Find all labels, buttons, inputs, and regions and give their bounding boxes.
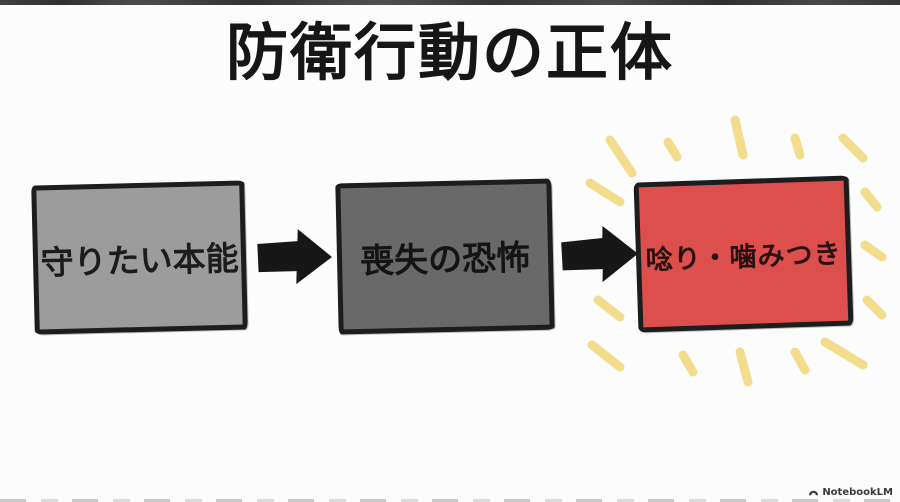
sunburst-rays-icon (585, 115, 887, 387)
box-fear-of-loss-label: 喪失の恐怖 (359, 238, 531, 282)
notebooklm-logo-icon (809, 490, 819, 496)
arrow-right-icon (257, 229, 333, 285)
box-growl-bite-label: 唸り・噛みつき (645, 238, 843, 276)
box-protective-instinct-label: 守りたい本能 (40, 238, 240, 282)
box-fear-of-loss: 喪失の恐怖 (335, 178, 555, 335)
watermark-label: NotebookLM (822, 487, 893, 498)
bottom-edge-decoration (0, 499, 900, 502)
top-edge-decoration (0, 0, 900, 5)
box-protective-instinct: 守りたい本能 (31, 180, 248, 335)
box-growl-bite: 唸り・噛みつき (633, 175, 854, 333)
watermark: NotebookLM (808, 487, 893, 498)
arrow-right-icon (561, 226, 639, 283)
page-title: 防衛行動の正体 (225, 16, 674, 89)
